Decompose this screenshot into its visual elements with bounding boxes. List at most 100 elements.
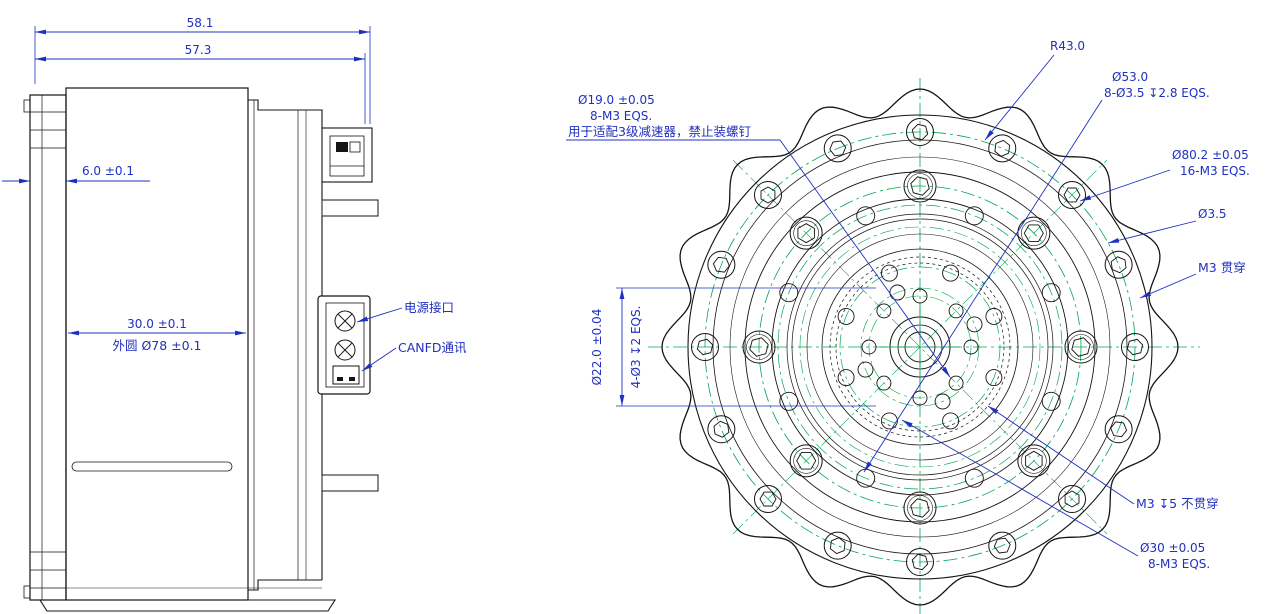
hole-bc53 <box>964 206 984 226</box>
dim-outer-circle: 外圆 Ø78 ±0.1 <box>112 338 201 353</box>
connector-block <box>317 295 371 395</box>
perimeter-hex-screw <box>1104 250 1133 279</box>
bolt-circle <box>758 185 1082 509</box>
dim-bc30-dia: Ø30 ±0.05 <box>1140 541 1205 555</box>
perimeter-hex-screw <box>823 134 852 163</box>
bolt-circle <box>704 131 1136 563</box>
perimeter-hex-screw <box>906 118 934 146</box>
hole-bc19 <box>876 303 892 319</box>
hole-bc30 <box>837 369 855 387</box>
perimeter-hex-screw <box>707 250 736 279</box>
side-view-dimensions: 58.1 57.3 6.0 ±0.1 30.0 ±0.1 外圆 Ø78 ±0.1… <box>2 16 467 372</box>
bolt-circle <box>777 204 1063 490</box>
scalloped-housing-outline <box>661 88 1179 606</box>
hole-bc53 <box>779 283 799 303</box>
note-m3-through: M3 贯穿 <box>1198 260 1246 275</box>
front-view-annotations: R43.0 Ø53.0 8-Ø3.5 ↧2.8 EQS. Ø19.0 ±0.05… <box>566 39 1250 571</box>
perimeter-hex-screw <box>906 548 934 576</box>
label-canfd-port: CANFD通讯 <box>398 340 467 355</box>
perimeter-hex-screw <box>1058 485 1087 514</box>
front-view: R43.0 Ø53.0 8-Ø3.5 ↧2.8 EQS. Ø19.0 ±0.05… <box>566 39 1250 614</box>
dim-bc80-holes: 16-M3 EQS. <box>1180 164 1250 178</box>
canfd-connector <box>332 365 360 385</box>
hole-bc30 <box>837 307 855 325</box>
bolt-circle <box>839 266 1001 428</box>
perimeter-hex-screw <box>988 531 1017 560</box>
dim-r43: R43.0 <box>1050 39 1085 53</box>
perimeter-hex-screw <box>753 485 782 514</box>
mid-ring-hex-screw <box>903 491 937 525</box>
hole-bc22 <box>934 393 951 410</box>
hole-bc19 <box>963 339 979 355</box>
side-view: 58.1 57.3 6.0 ±0.1 30.0 ±0.1 外圆 Ø78 ±0.1… <box>2 16 467 612</box>
dim-hole-dia: Ø3.5 <box>1198 207 1227 221</box>
flange-face-geometry <box>648 78 1200 614</box>
concentric-circle <box>687 114 1153 580</box>
hole-bc19 <box>948 375 964 391</box>
hole-bc22 <box>857 361 874 378</box>
dim-bc53-dia: Ø53.0 <box>1112 70 1148 84</box>
hidden-circle <box>829 256 1011 438</box>
perimeter-hex-screw <box>691 333 719 361</box>
mid-ring-hex-screw <box>1017 444 1051 478</box>
hole-bc53 <box>964 468 984 488</box>
perimeter-hex-screw <box>1121 333 1149 361</box>
note-m3-blind: M3 ↧5 不贯穿 <box>1136 496 1219 511</box>
hole-bc30 <box>985 307 1003 325</box>
hole-bc19 <box>912 288 928 304</box>
hole-bc19 <box>948 303 964 319</box>
mid-ring-hex-screw <box>742 330 776 364</box>
dim-overall-width: 58.1 <box>187 16 214 30</box>
motor-body-outline <box>23 87 379 612</box>
hole-bc22 <box>966 316 983 333</box>
hole-bc30 <box>985 369 1003 387</box>
mid-ring-hex-screw <box>1017 216 1051 250</box>
top-connector-bracket <box>321 127 373 183</box>
hole-bc53 <box>856 206 876 226</box>
hole-bc53 <box>1041 391 1061 411</box>
dim-bc19-dia: Ø19.0 ±0.05 <box>578 93 655 107</box>
hole-bc30 <box>880 412 898 430</box>
centerline-diagonal <box>732 159 1108 535</box>
dim-bc80-dia: Ø80.2 ±0.05 <box>1172 148 1249 162</box>
concentric-circle <box>712 139 1128 555</box>
concentric-circle <box>786 213 1054 481</box>
concentric-circle <box>744 171 1096 523</box>
perimeter-hex-screw <box>707 415 736 444</box>
hole-bc30 <box>942 412 960 430</box>
dim-bc22-dia: Ø22.0 ±0.04 <box>590 309 604 386</box>
concentric-circle <box>771 198 1069 496</box>
dim-bc53-holes: 8-Ø3.5 ↧2.8 EQS. <box>1104 86 1210 100</box>
hole-bc19 <box>861 339 877 355</box>
bolt-circle <box>868 295 972 399</box>
mid-ring-hex-screw <box>903 169 937 203</box>
label-power-port: 电源接口 <box>404 300 454 315</box>
mid-ring-hex-screw <box>1064 330 1098 364</box>
hole-bc19 <box>912 390 928 406</box>
hole-bc53 <box>1041 283 1061 303</box>
dim-body-width: 30.0 ±0.1 <box>127 317 187 331</box>
dim-fin-depth: 6.0 ±0.1 <box>82 164 134 178</box>
mid-ring-hex-screw <box>789 216 823 250</box>
hole-bc19 <box>876 375 892 391</box>
power-connector <box>334 310 356 361</box>
mid-ring-hex-screw <box>789 444 823 478</box>
bolt-circle <box>860 287 980 407</box>
concentric-circle <box>821 248 1019 446</box>
concentric-circle <box>729 156 1111 538</box>
concentric-circle <box>806 233 1034 461</box>
hole-bc53 <box>779 391 799 411</box>
note-bc19: 用于适配3级减速器，禁止装螺钉 <box>568 124 751 139</box>
perimeter-hex-screw <box>988 134 1017 163</box>
dim-bc19-holes: 8-M3 EQS. <box>590 109 652 123</box>
bolt-circle <box>799 226 1041 468</box>
centerline-diagonal <box>732 159 1108 535</box>
perimeter-hex-screw <box>1104 415 1133 444</box>
perimeter-hex-screw <box>753 180 782 209</box>
concentric-circle <box>791 218 1049 476</box>
perimeter-hex-screw <box>823 531 852 560</box>
dim-bc30-holes: 8-M3 EQS. <box>1148 557 1210 571</box>
perimeter-hex-screw <box>1058 180 1087 209</box>
